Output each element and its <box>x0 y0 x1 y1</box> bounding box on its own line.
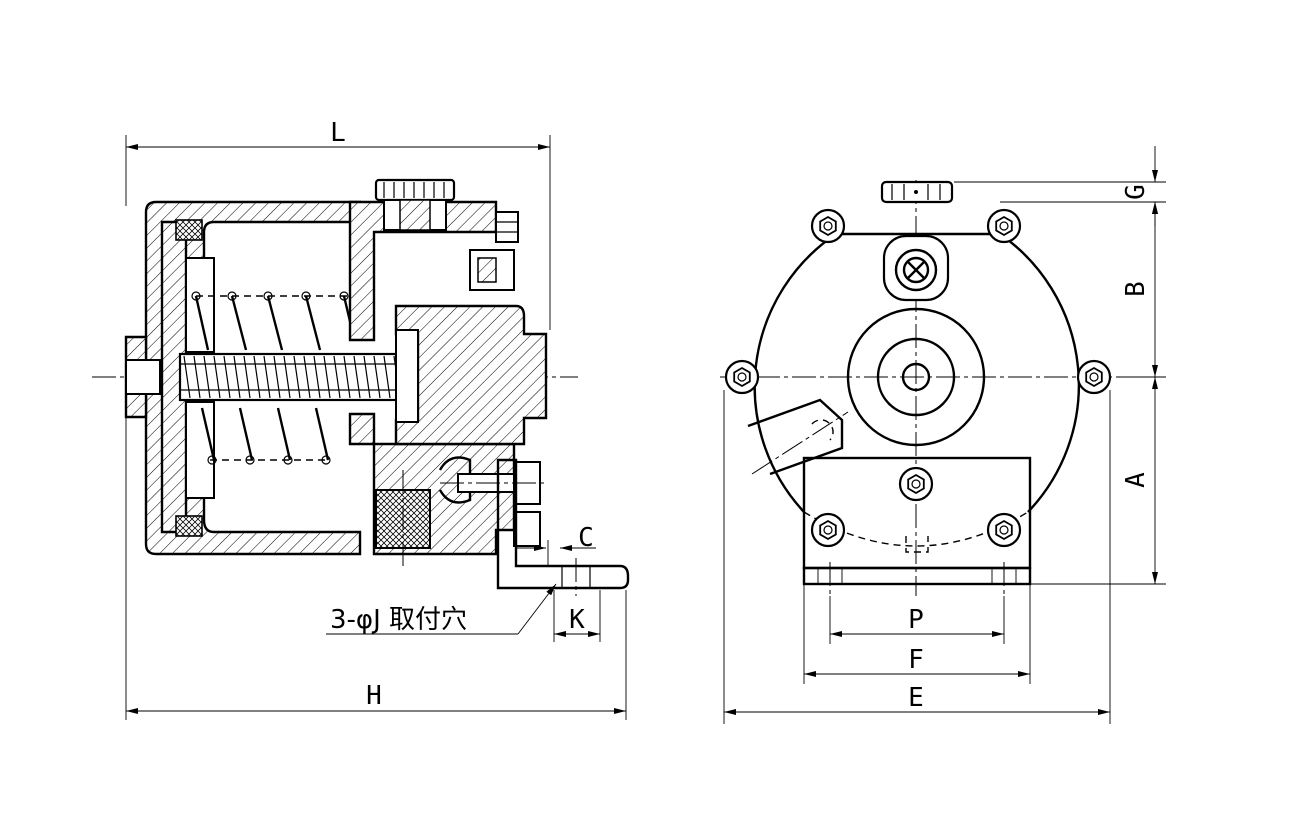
dim-B <box>1120 202 1166 378</box>
top-knob <box>374 178 456 231</box>
spring-lower <box>200 407 330 461</box>
bolt-head <box>986 512 1022 548</box>
dim-C <box>516 540 596 566</box>
dim-L <box>125 135 551 330</box>
dim-A <box>1030 377 1166 585</box>
spring-lower-coils <box>207 455 331 465</box>
dim-H <box>125 418 627 720</box>
upper-fitting <box>469 211 519 291</box>
left-port <box>125 359 161 395</box>
piston-hub <box>185 257 215 353</box>
spring-upper-coils <box>191 291 349 301</box>
dim-E <box>723 390 1111 724</box>
nut <box>395 329 419 423</box>
knob-end-view <box>880 180 954 204</box>
spring-upper <box>194 295 354 351</box>
dim-K <box>553 590 601 642</box>
seal-top <box>175 219 203 241</box>
housing-outline <box>753 232 1081 513</box>
note-leader <box>326 583 557 635</box>
mounting-bracket <box>496 458 630 590</box>
dim-P <box>829 596 1005 644</box>
mounting-hole-note: 3-φJ 取付穴 <box>330 605 467 635</box>
dim-F-label: F <box>908 645 924 675</box>
dim-A-label: A <box>1121 472 1151 488</box>
bolt-head <box>810 208 846 244</box>
dim-K-label: K <box>569 605 585 635</box>
bolt-head <box>986 208 1022 244</box>
end-view: G B A P F <box>720 146 1166 724</box>
dim-L-label: L <box>330 118 346 148</box>
valve-fitting-end <box>882 234 950 302</box>
dim-B-label: B <box>1121 281 1151 297</box>
bolt-head <box>1076 359 1112 395</box>
angled-port <box>747 398 849 476</box>
inner-ring <box>846 307 986 447</box>
bolt-head <box>724 359 760 395</box>
bore <box>901 362 931 392</box>
bolt-head <box>898 466 934 502</box>
bolt-head <box>810 512 846 548</box>
lower-fitting <box>438 456 548 547</box>
dim-P-label: P <box>908 605 924 635</box>
dim-H-label: H <box>366 681 382 711</box>
piston-hub-lower <box>185 401 215 499</box>
hub-ring <box>876 337 956 417</box>
dim-C-label: C <box>578 523 594 553</box>
seal-bottom <box>175 515 203 537</box>
dim-G-label: G <box>1121 184 1151 200</box>
bolt-heads <box>724 208 1112 548</box>
dim-F <box>803 584 1031 684</box>
bracket-end-view <box>802 456 1032 596</box>
dim-E-label: E <box>908 683 924 713</box>
section-view: L H C K 3-φJ 取付穴 <box>92 118 630 720</box>
